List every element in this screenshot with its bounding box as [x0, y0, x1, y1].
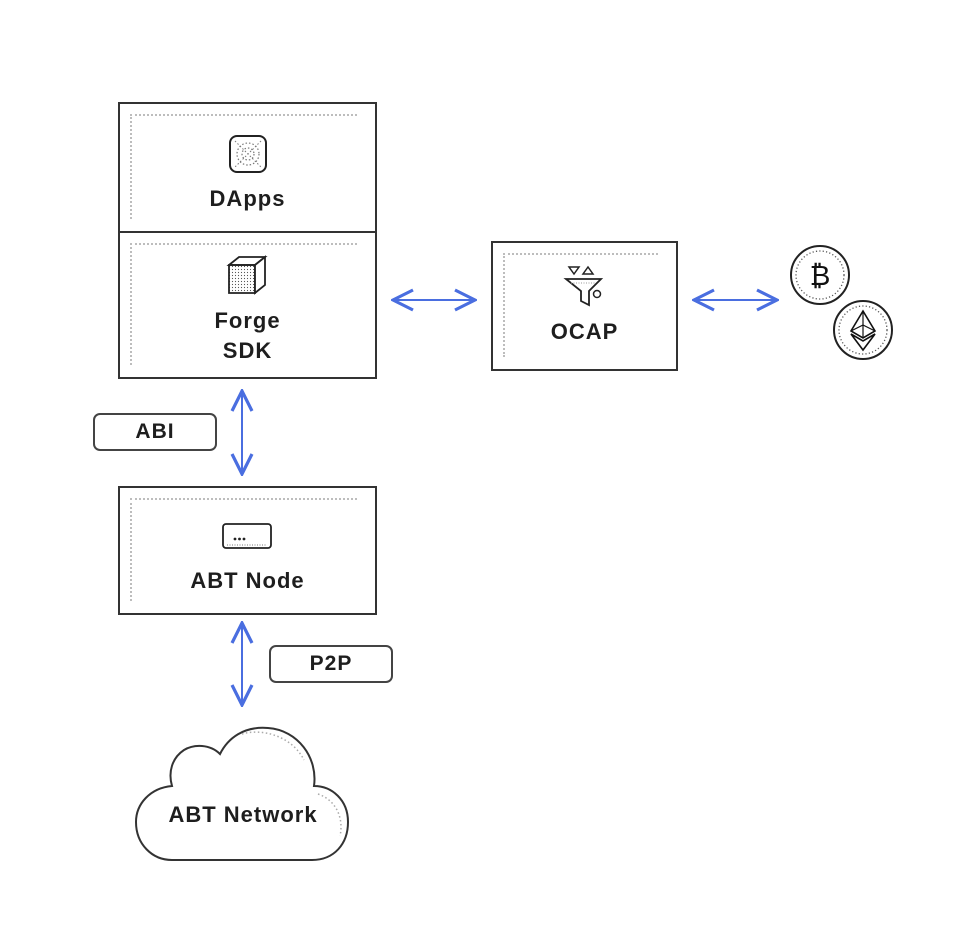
abi-tag: ABI	[93, 413, 217, 451]
dotted-guide	[130, 498, 357, 601]
abt-node-box: ABT Node	[118, 486, 377, 615]
sdk-label: SDK	[222, 338, 273, 363]
ethereum-icon	[833, 300, 893, 360]
cube-icon	[226, 255, 268, 295]
abt-node-label: ABT Node	[190, 568, 305, 593]
forge-label: Forge	[214, 308, 281, 333]
dotted-guide	[503, 253, 658, 357]
abt-network-label: ABT Network	[168, 802, 318, 827]
cloud-icon	[134, 726, 350, 861]
ocap-box: OCAP	[491, 241, 678, 371]
bitcoin-symbol: ₿	[810, 259, 831, 292]
forge-sdk-box: Forge SDK	[118, 231, 377, 379]
terminal-icon	[222, 523, 272, 549]
dotted-guide	[130, 114, 357, 219]
p2p-tag: P2P	[269, 645, 393, 683]
dapps-label: DApps	[209, 186, 286, 211]
dapp-grid-icon	[229, 135, 267, 173]
ocap-label: OCAP	[550, 319, 619, 344]
dapps-box: DApps	[118, 102, 377, 233]
funnel-icon	[563, 265, 604, 307]
dotted-guide	[130, 243, 357, 365]
bitcoin-icon: ₿	[790, 245, 850, 305]
